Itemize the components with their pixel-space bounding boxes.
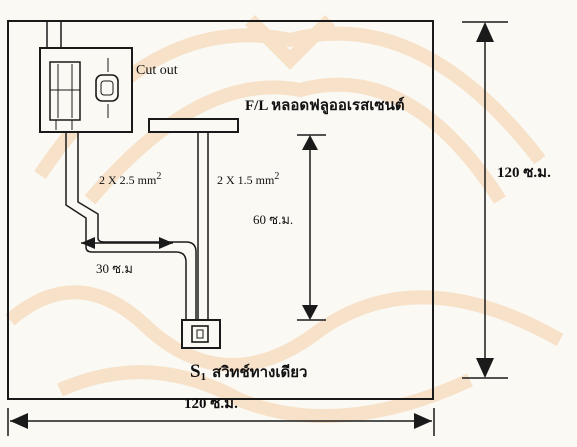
wall-outline: [7, 20, 434, 400]
fluorescent-lamp: [148, 118, 239, 133]
dimension-120cm-horizontal: [7, 408, 435, 436]
main-cable: [65, 132, 197, 322]
dimension-30cm: [81, 237, 173, 249]
switch-name: สวิทช์ทางเดียว: [212, 365, 308, 381]
lamp-wire-size-exponent: 2: [274, 171, 280, 182]
height-60-label: 60 ซ.ม.: [253, 212, 294, 227]
main-wire-size-exponent: 2: [156, 171, 162, 182]
width-30-label: 30 ซ.ม: [96, 261, 133, 276]
height-120-label: 120 ซ.ม.: [497, 165, 551, 181]
cutout-box: [39, 20, 133, 133]
lamp-label: F/L หลอดฟลูออเรสเซนต์: [245, 98, 405, 114]
width-120-label: 120 ซ.ม.: [184, 396, 238, 412]
switch-label: S1 สวิทช์ทางเดียว: [190, 362, 307, 383]
dimension-60cm: [297, 134, 326, 321]
lamp-wire-size-text: 2 X 1.5 mm: [217, 173, 275, 187]
watermark-emblem: [5, 15, 564, 423]
lamp-wire-size-label: 2 X 1.5 mm2: [217, 171, 280, 187]
switch-box: [181, 319, 221, 349]
cutout-label: Cut out: [136, 63, 178, 78]
main-wire-size-text: 2 X 2.5 mm: [99, 173, 157, 187]
switch-symbol: S: [190, 361, 201, 382]
main-wire-size-label: 2 X 2.5 mm2: [99, 171, 162, 187]
switch-subscript: 1: [200, 371, 207, 383]
dimension-120cm-vertical: [462, 21, 508, 379]
lamp-cable: [197, 132, 209, 322]
